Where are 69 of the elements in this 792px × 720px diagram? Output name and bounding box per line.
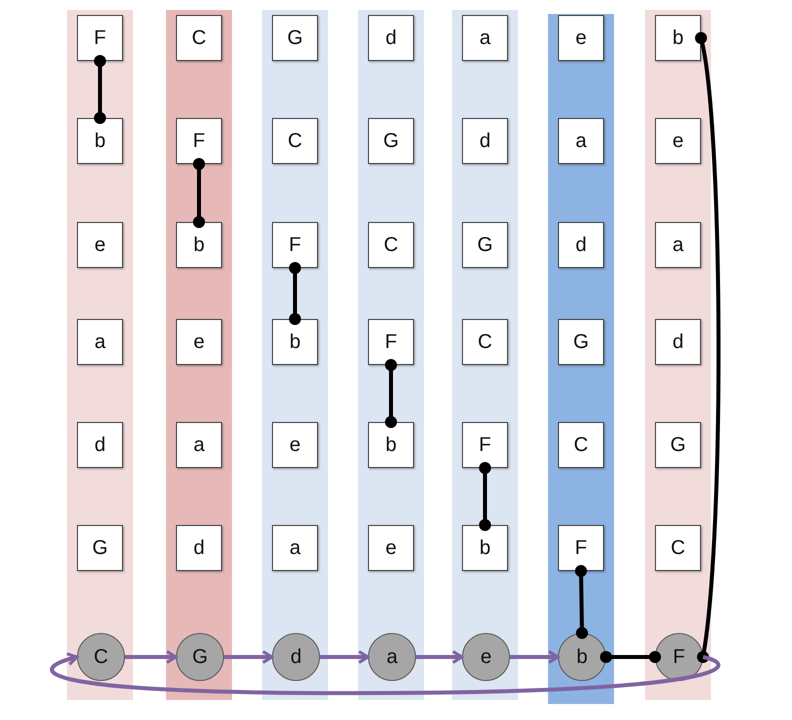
letter-box: d xyxy=(655,319,701,365)
connector-line xyxy=(695,32,720,663)
letter-box: C xyxy=(558,422,604,468)
letter-circle: G xyxy=(176,633,224,681)
arrow xyxy=(320,650,370,664)
letter-box: F xyxy=(558,525,604,571)
column-band xyxy=(67,10,133,700)
arrow xyxy=(224,650,274,664)
letter-box: d xyxy=(176,525,222,571)
connector-line xyxy=(289,262,301,325)
connector-line xyxy=(94,55,106,124)
arrow xyxy=(51,652,719,695)
letter-box: C xyxy=(655,525,701,571)
letter-box: d xyxy=(368,15,414,61)
letter-box: G xyxy=(462,222,508,268)
letter-circle: a xyxy=(368,633,416,681)
letter-box: G xyxy=(77,525,123,571)
letter-box: a xyxy=(558,118,604,164)
arrow xyxy=(416,650,464,664)
connector-line xyxy=(193,158,205,228)
column-band xyxy=(452,10,518,700)
letter-box: d xyxy=(558,222,604,268)
letter-box: G xyxy=(272,15,318,61)
letter-box: G xyxy=(558,319,604,365)
column-band xyxy=(358,10,424,700)
letter-box: b xyxy=(77,118,123,164)
column-band xyxy=(645,10,711,700)
column-band xyxy=(262,10,328,700)
letter-box: e xyxy=(558,15,604,61)
letter-circle: d xyxy=(272,633,320,681)
letter-box: e xyxy=(368,525,414,571)
column-band xyxy=(548,14,614,704)
letter-box: a xyxy=(176,422,222,468)
letter-box: d xyxy=(77,422,123,468)
letter-box: a xyxy=(77,319,123,365)
letter-box: C xyxy=(176,15,222,61)
letter-box: G xyxy=(368,118,414,164)
letter-circle: b xyxy=(558,633,606,681)
letter-box: e xyxy=(272,422,318,468)
letter-box: e xyxy=(176,319,222,365)
letter-box: a xyxy=(655,222,701,268)
arrow xyxy=(510,650,560,664)
connector-line xyxy=(575,565,588,639)
letter-box: C xyxy=(462,319,508,365)
arrow xyxy=(125,650,178,664)
letter-box: C xyxy=(272,118,318,164)
connector-line xyxy=(385,359,397,428)
connector-line xyxy=(600,651,661,663)
letter-box: b xyxy=(176,222,222,268)
letter-box: a xyxy=(272,525,318,571)
letter-box: b xyxy=(655,15,701,61)
letter-box: b xyxy=(272,319,318,365)
letter-box: d xyxy=(462,118,508,164)
letter-box: b xyxy=(368,422,414,468)
letter-circle: e xyxy=(462,633,510,681)
column-band xyxy=(166,10,232,700)
connector-line xyxy=(479,462,491,531)
letter-box: e xyxy=(77,222,123,268)
letter-box: e xyxy=(655,118,701,164)
letter-box: F xyxy=(77,15,123,61)
letter-box: F xyxy=(176,118,222,164)
letter-box: F xyxy=(368,319,414,365)
letter-box: F xyxy=(272,222,318,268)
letter-box: a xyxy=(462,15,508,61)
letter-box: F xyxy=(462,422,508,468)
letter-box: G xyxy=(655,422,701,468)
letter-circle: C xyxy=(77,633,125,681)
letter-box: C xyxy=(368,222,414,268)
letter-box: b xyxy=(462,525,508,571)
